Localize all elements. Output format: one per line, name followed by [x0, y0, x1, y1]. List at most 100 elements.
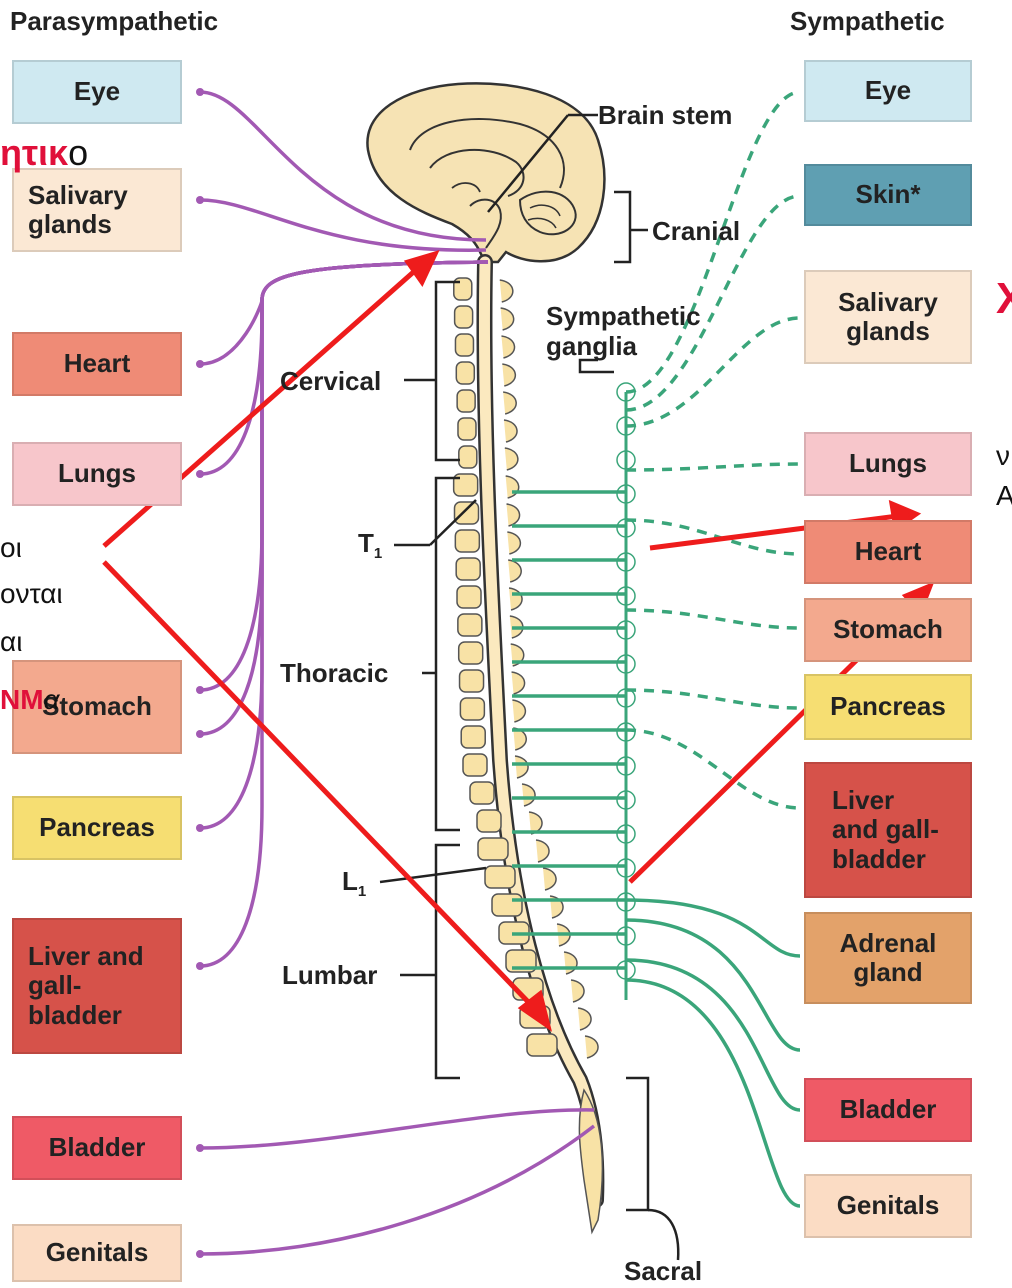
vertebra-body: [458, 614, 482, 636]
vertebra-process: [515, 756, 528, 778]
symp-pancreas-box: Pancreas: [804, 674, 972, 740]
para-bladder-label: Bladder: [49, 1133, 146, 1162]
sympathetic-header: Sympathetic: [790, 6, 945, 37]
para-genitals-box: Genitals: [12, 1224, 182, 1282]
parasympathetic-pathways: [196, 88, 594, 1258]
vertebra-body: [455, 334, 473, 356]
vertebra-process: [504, 420, 517, 442]
symp-salivary-label: Salivaryglands: [838, 288, 938, 346]
para-bladder-box: Bladder: [12, 1116, 182, 1180]
symp-heart-label: Heart: [855, 537, 921, 566]
vertebra-process: [501, 308, 514, 330]
symp-lungs-box: Lungs: [804, 432, 972, 496]
vertebra-body: [455, 502, 479, 524]
vertebra-body: [485, 866, 515, 888]
brain-outline: [367, 83, 604, 262]
parasympathetic-ganglion: [196, 686, 204, 694]
vertebra-process: [512, 672, 525, 694]
para-heart-box: Heart: [12, 332, 182, 396]
vertebra-body: [456, 362, 474, 384]
symp-skin-box: Skin*: [804, 164, 972, 226]
vertebra-body: [455, 530, 479, 552]
vertebra-process: [585, 1036, 598, 1058]
symp-genitals-label: Genitals: [837, 1191, 940, 1220]
overlay-right-1: ν: [996, 440, 1010, 472]
vertebra-process: [503, 392, 516, 414]
parasympathetic-ganglion: [196, 470, 204, 478]
vertebra-body: [478, 838, 508, 860]
parasympathetic-ganglion: [196, 88, 204, 96]
vertebra-process: [564, 952, 577, 974]
vertebra-body: [477, 810, 501, 832]
overlay-mid-left-3: αι: [0, 626, 22, 658]
cranial-label: Cranial: [652, 216, 740, 247]
vertebra-process: [507, 504, 520, 526]
l1-label: L1: [342, 866, 366, 900]
parasympathetic-ganglion: [196, 824, 204, 832]
vertebra-process: [502, 364, 515, 386]
vertebra-body: [455, 306, 473, 328]
vertebra-process: [571, 980, 584, 1002]
vertebra-process: [578, 1008, 591, 1030]
vertebra-process: [501, 336, 514, 358]
sympathetic-fiber: [626, 980, 800, 1206]
sympathetic-postganglionic-fiber: [626, 610, 800, 628]
symp-bladder-box: Bladder: [804, 1078, 972, 1142]
overlay-right-2: Α: [996, 480, 1012, 512]
parasympathetic-header: Parasympathetic: [10, 6, 218, 37]
symp-liver-label: Liverand gall-bladder: [832, 786, 939, 873]
para-lungs-box: Lungs: [12, 442, 182, 506]
vertebra-process: [506, 476, 519, 498]
symp-stomach-box: Stomach: [804, 598, 972, 662]
vertebra-process: [522, 784, 535, 806]
overlay-right-red: Χ: [996, 274, 1012, 324]
vertebra-body: [492, 894, 522, 916]
vertebra-body: [457, 586, 481, 608]
region-brackets: [380, 115, 678, 1260]
vertebra-process: [508, 560, 521, 582]
symp-bladder-label: Bladder: [840, 1095, 937, 1124]
parasympathetic-ganglion: [196, 360, 204, 368]
vertebra-body: [470, 782, 494, 804]
vertebra-body: [456, 558, 480, 580]
symp-eye-label: Eye: [865, 76, 911, 105]
symp-skin-label: Skin*: [855, 180, 920, 209]
cervical-label: Cervical: [280, 366, 381, 397]
parasympathetic-ganglion: [196, 730, 204, 738]
symp-liver-box: Liverand gall-bladder: [804, 762, 972, 898]
symp-eye-box: Eye: [804, 60, 972, 122]
vertebra-process: [509, 588, 522, 610]
overlay-top-left: ητικο: [0, 132, 88, 174]
parasympathetic-ganglion: [196, 1144, 204, 1152]
vertebra-process: [536, 840, 549, 862]
parasympathetic-ganglion: [196, 196, 204, 204]
para-eye-label: Eye: [74, 77, 120, 106]
parasympathetic-nerve: [200, 262, 488, 828]
overlay-mid-left-1: οι: [0, 532, 22, 564]
vertebra-process: [543, 868, 556, 890]
overlay-mid-left-4: ΝΜα: [0, 684, 60, 716]
vertebra-body: [457, 390, 475, 412]
vertebra-process: [505, 448, 518, 470]
symp-pancreas-label: Pancreas: [830, 692, 946, 721]
para-pancreas-box: Pancreas: [12, 796, 182, 860]
para-pancreas-label: Pancreas: [39, 813, 155, 842]
vertebra-body: [527, 1034, 557, 1056]
red-arrow-brain-head: [408, 254, 435, 282]
lumbar-label: Lumbar: [282, 960, 377, 991]
sympathetic-fiber: [626, 920, 800, 1050]
para-eye-box: Eye: [12, 60, 182, 124]
parasympathetic-nerve: [200, 262, 488, 364]
vertebra-body: [459, 642, 483, 664]
vertebra-body: [459, 446, 477, 468]
parasympathetic-nerve: [200, 262, 488, 690]
overlay-mid-left-2: ονται: [0, 578, 63, 610]
